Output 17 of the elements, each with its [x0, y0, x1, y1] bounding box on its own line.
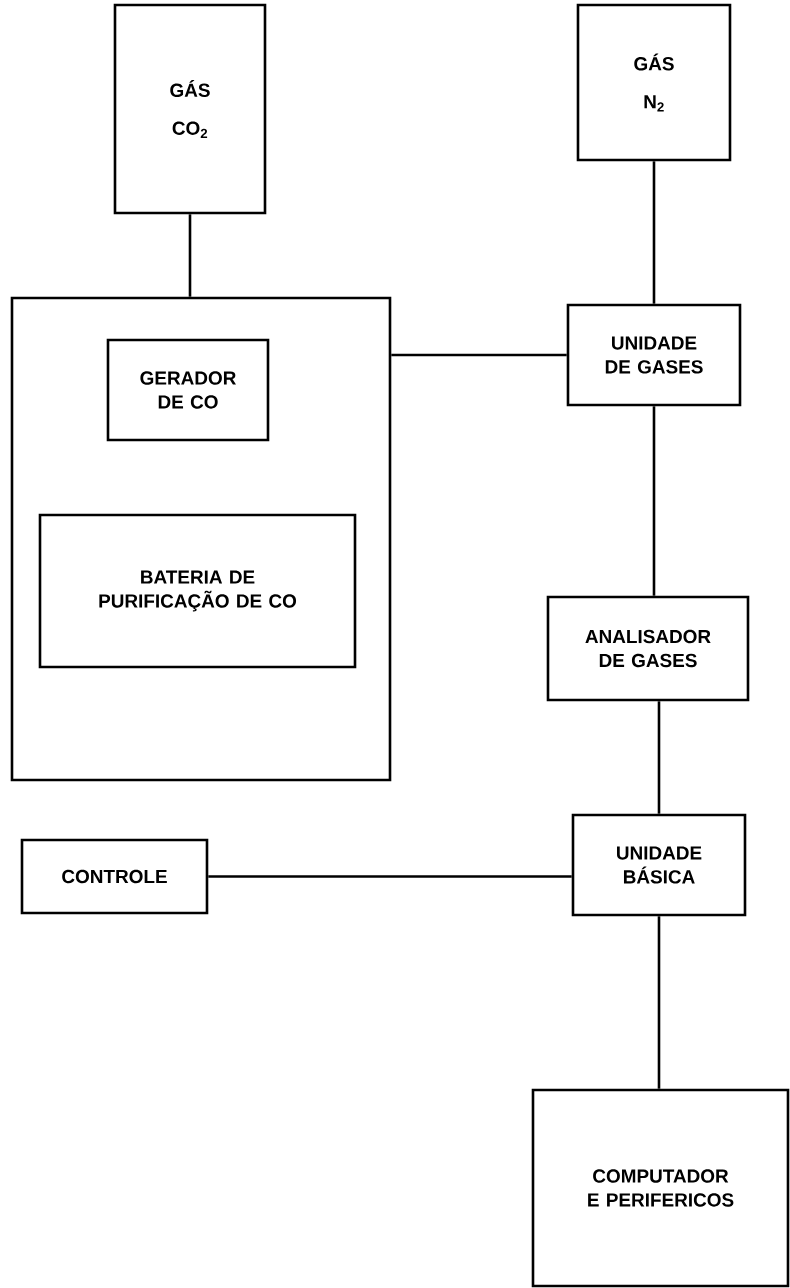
- process-box: GERADOR DE CO: [106, 338, 270, 442]
- process-box: CONTROLE: [20, 838, 209, 915]
- gas-box: GÁS CO$_{2}$: [113, 3, 267, 215]
- process-box: ANALISADOR DE GASES: [546, 595, 750, 702]
- connector-line: [208, 875, 572, 878]
- process-box: UNIDADE BÁSICA: [571, 813, 747, 917]
- connector-line: [188, 214, 192, 297]
- process-box: COMPUTADOR E PERIFERICOS: [531, 1088, 790, 1288]
- container-box: [10, 296, 392, 782]
- process-box: BATERIA DE PURIFICAÇÃO DE CO: [38, 513, 357, 669]
- connector-line: [657, 916, 661, 1089]
- connector-line: [657, 701, 661, 814]
- connector-line: [652, 406, 656, 596]
- process-box: UNIDADE DE GASES: [566, 303, 742, 407]
- connector-line: [391, 353, 567, 357]
- connector-line: [652, 161, 656, 304]
- gas-box: GÁS N$_{2}$: [576, 3, 732, 162]
